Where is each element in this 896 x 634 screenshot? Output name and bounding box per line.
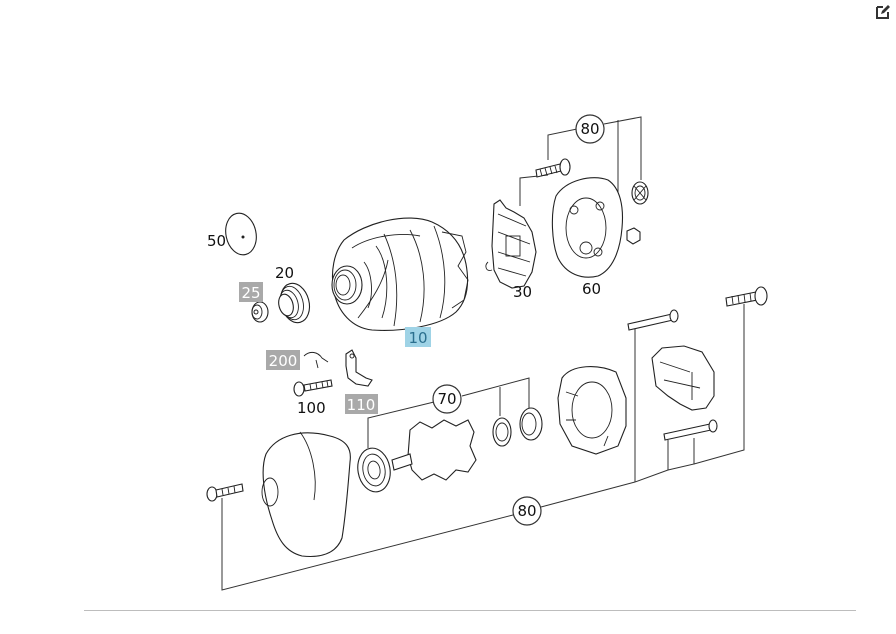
part-rear-cover-60: [551, 177, 624, 278]
callout-100[interactable]: 100: [297, 399, 326, 417]
part-pulley-20: [278, 282, 311, 324]
part-bolt-100: [293, 379, 333, 397]
svg-text:110: 110: [347, 396, 376, 414]
svg-text:25: 25: [241, 284, 260, 302]
part-screw-80-top: [535, 158, 571, 178]
part-rotor: [391, 419, 477, 481]
part-cap-50: [225, 212, 257, 256]
part-stator-ring: [557, 366, 627, 455]
callout-60[interactable]: 60: [582, 280, 601, 298]
callout-10-highlight[interactable]: 10: [405, 327, 431, 347]
edit-square-pencil-icon: [876, 5, 890, 19]
part-clip-200: [303, 351, 329, 369]
callout-200-highlight[interactable]: 200: [266, 350, 300, 370]
svg-text:10: 10: [408, 329, 427, 347]
leader-lines: [221, 116, 745, 591]
svg-text:80: 80: [517, 502, 536, 520]
svg-text:200: 200: [269, 352, 298, 370]
part-bearing-70-rear: [492, 407, 543, 447]
part-long-bolt-80: [627, 309, 679, 331]
part-bearing-70-front: [357, 447, 391, 493]
callout-80-top[interactable]: 80: [575, 114, 605, 144]
part-front-housing: [261, 431, 351, 558]
part-regulator-30: [485, 199, 537, 289]
callout-25-highlight[interactable]: 25: [239, 282, 263, 302]
part-flange-nut-80: [631, 181, 649, 205]
part-screw-80-right: [725, 286, 768, 307]
callout-70[interactable]: 70: [432, 384, 462, 414]
callout-50[interactable]: 50: [207, 232, 226, 250]
part-screw-80-left: [206, 483, 244, 502]
callout-30[interactable]: 30: [513, 283, 532, 301]
svg-text:70: 70: [437, 390, 456, 408]
part-rear-cap: [651, 345, 715, 411]
edit-button[interactable]: [873, 2, 893, 22]
svg-text:80: 80: [580, 120, 599, 138]
bottom-divider: [84, 610, 856, 611]
callout-80-bottom[interactable]: 80: [512, 496, 542, 526]
part-short-bolt-80: [663, 419, 718, 441]
callout-110-highlight[interactable]: 110: [345, 394, 378, 414]
part-nut-80: [626, 227, 641, 245]
callout-20[interactable]: 20: [275, 264, 294, 282]
part-nut-25: [251, 301, 269, 323]
part-alternator-10: [331, 217, 469, 331]
part-bracket-110: [345, 349, 373, 387]
